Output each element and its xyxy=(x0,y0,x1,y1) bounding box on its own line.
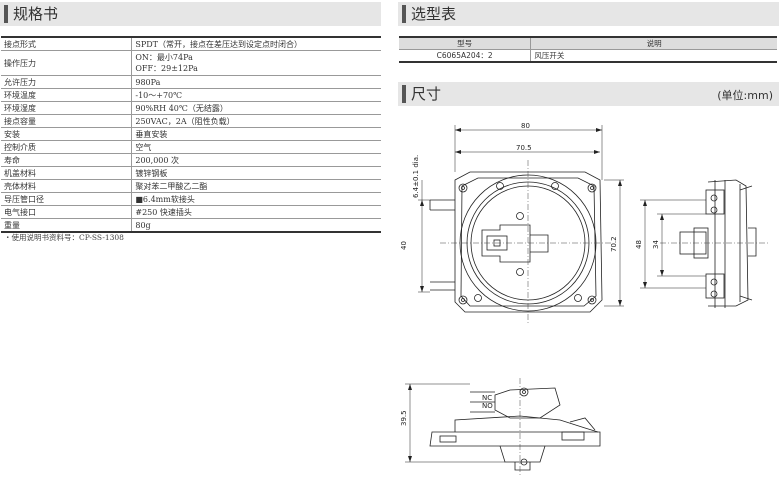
spec-value: 聚对苯二甲酸乙二酯 xyxy=(131,179,381,193)
desc-cell: 风压开关 xyxy=(534,51,565,60)
spec-label: 壳体材料 xyxy=(1,179,133,193)
spec-value: 980Pa xyxy=(131,75,381,89)
spec-value: #250 快速插头 xyxy=(131,205,381,219)
spec-value-line: ON：最小74Pa xyxy=(135,53,193,62)
dim-40: 40 xyxy=(400,241,408,250)
spec-row: 控制介质空气 xyxy=(1,140,381,154)
select-section-title: 选型表 xyxy=(411,5,457,23)
column-header-model: 型号 xyxy=(399,37,532,50)
spec-row: 电气接口#250 快速插头 xyxy=(1,205,381,219)
dim-70-5: 70.5 xyxy=(516,144,532,152)
spec-section-title: 规格书 xyxy=(13,5,59,23)
dim-unit-label: (单位:mm) xyxy=(717,89,773,102)
spec-value: 200,000 次 xyxy=(131,153,381,167)
spec-label: 允许压力 xyxy=(1,75,133,89)
spec-row: 环境温度-10～+70℃ xyxy=(1,88,381,102)
spec-label: 导压管口径 xyxy=(1,192,133,206)
spec-label: 环境温度 xyxy=(1,88,133,102)
model-cell: C6065A204：2 xyxy=(399,49,532,62)
spec-value: 250VAC，2A（阻性负载） xyxy=(131,114,381,128)
spec-row: 机盖材料镀锌钢板 xyxy=(1,166,381,180)
section-marker xyxy=(402,5,406,23)
spec-label: 重量 xyxy=(1,218,133,233)
spec-label: 环境湿度 xyxy=(1,101,133,115)
spec-label: 操作压力 xyxy=(1,50,133,76)
spec-value: 镀锌钢板 xyxy=(131,166,381,180)
spec-value: 90%RH 40℃（无结露） xyxy=(131,101,381,115)
select-table: 型号 说明 C6065A204：2 风压开关 xyxy=(399,36,777,63)
spec-section-header: 规格书 xyxy=(0,2,381,26)
spec-value: 空气 xyxy=(131,140,381,154)
spec-value: SPDT（常开，接点在差压达到设定点时闭合） xyxy=(131,37,381,51)
dim-section-title: 尺寸 xyxy=(411,85,442,103)
column-header-desc: 说明 xyxy=(530,37,777,50)
dim-48: 48 xyxy=(635,240,643,249)
table-row: C6065A204：2 风压开关 xyxy=(399,49,777,62)
section-marker xyxy=(4,5,8,23)
spec-value: 80g xyxy=(131,218,381,233)
nc-label: NC xyxy=(482,394,492,402)
dim-34: 34 xyxy=(652,240,660,249)
spec-value-line: OFF：29±12Pa xyxy=(135,64,198,73)
spec-label: 电气接口 xyxy=(1,205,133,219)
spec-label: 控制介质 xyxy=(1,140,133,154)
spec-label: 接点容量 xyxy=(1,114,133,128)
spec-value: -10～+70℃ xyxy=(131,88,381,102)
dim-39-5: 39.5 xyxy=(400,410,408,426)
select-section-header: 选型表 xyxy=(398,2,779,26)
spec-value: 垂直安装 xyxy=(131,127,381,141)
spec-note: ・使用说明书资料号：CP-SS-1308 xyxy=(4,233,124,242)
spec-label: 接点形式 xyxy=(1,37,133,51)
no-label: NO xyxy=(482,402,493,410)
spec-row: 壳体材料聚对苯二甲酸乙二酯 xyxy=(1,179,381,193)
select-header-row: 型号 说明 xyxy=(399,37,777,50)
dim-6-4: 6.4±0.1 dia. xyxy=(412,155,420,198)
spec-row: 导压管口径■6.4mm软接头 xyxy=(1,192,381,206)
section-marker xyxy=(402,85,406,103)
spec-row: 安装垂直安装 xyxy=(1,127,381,141)
dim-80: 80 xyxy=(521,122,530,130)
dim-section-header: 尺寸 (单位:mm) xyxy=(398,82,779,106)
spec-label: 寿命 xyxy=(1,153,133,167)
spec-label: 安装 xyxy=(1,127,133,141)
dim-70-2: 70.2 xyxy=(610,236,618,252)
spec-value: ■6.4mm软接头 xyxy=(131,192,381,206)
spec-label: 机盖材料 xyxy=(1,166,133,180)
